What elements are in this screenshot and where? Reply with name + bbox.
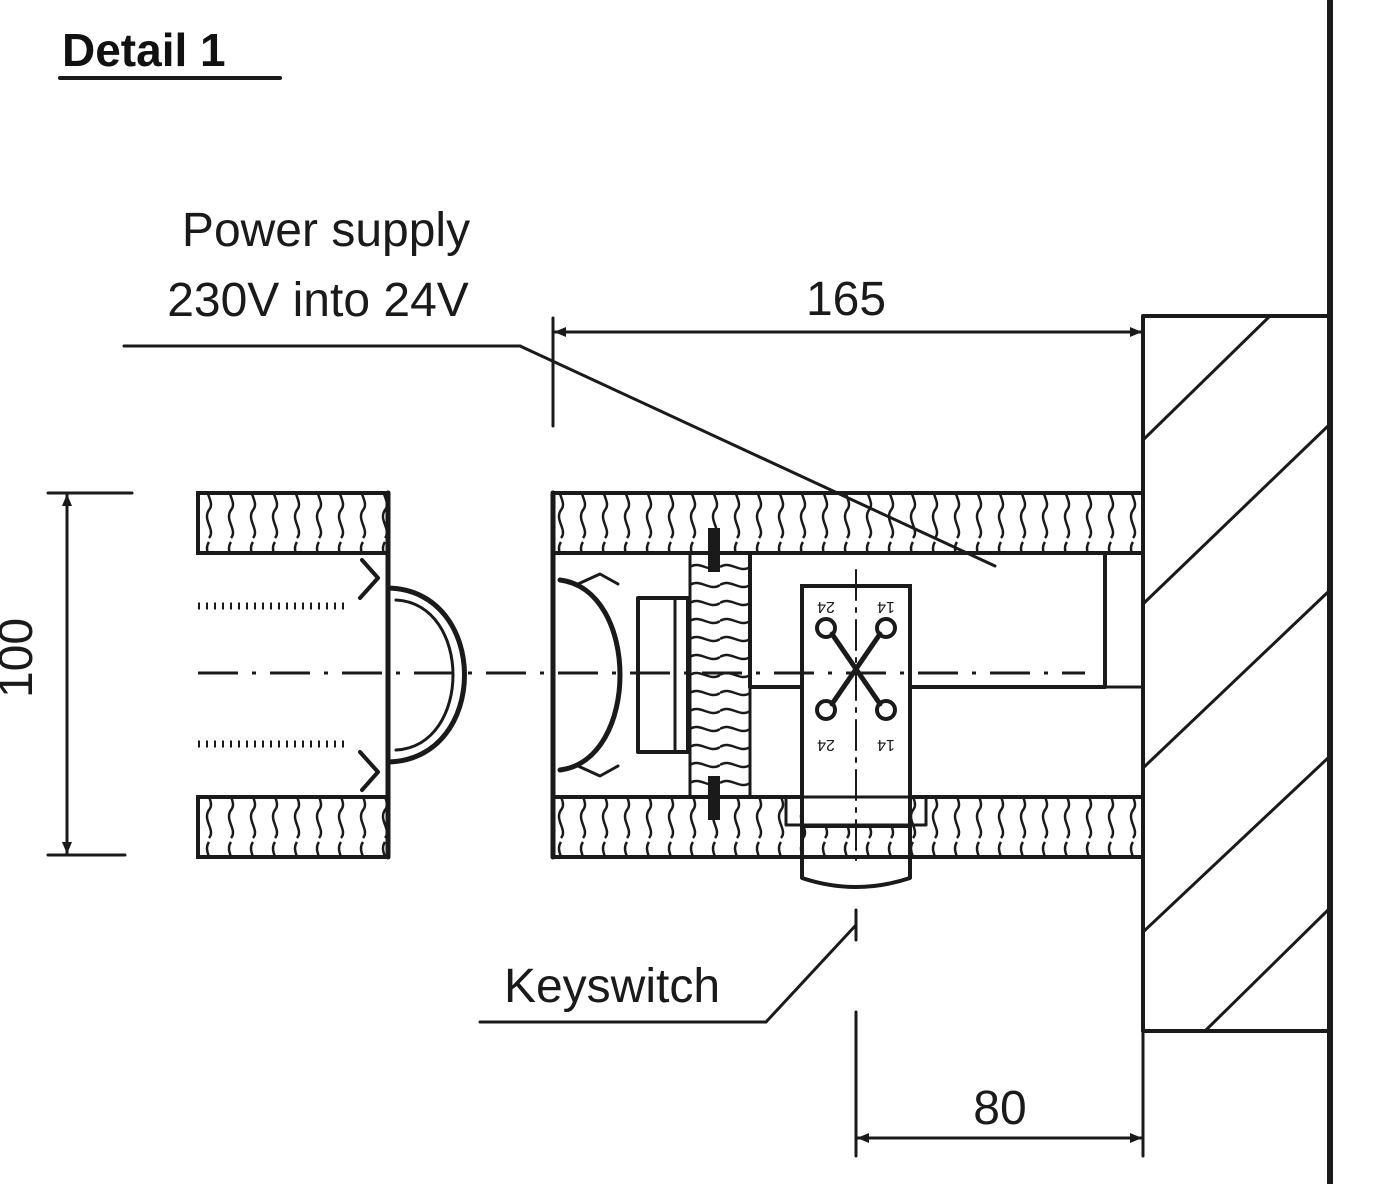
wall-mount-block <box>1141 314 1332 1033</box>
wall-hatching <box>1141 314 1330 1033</box>
keyswitch-callout: Keyswitch <box>478 908 858 1024</box>
left-clip-lower <box>358 750 380 792</box>
left-dome-inner <box>394 598 455 752</box>
left-clip-upper <box>358 558 380 600</box>
right-post-upper-wall <box>551 491 1145 555</box>
bolt-upper <box>708 528 720 572</box>
wall <box>1141 0 1333 1184</box>
left-post-section <box>196 490 467 860</box>
keyswitch-leader <box>764 923 858 1024</box>
dim-80-text: 80 <box>973 1082 1026 1135</box>
dimension-height: 100 <box>0 491 134 857</box>
terminal-bottom-right <box>875 699 897 721</box>
dimension-depth: 80 <box>854 1010 1145 1158</box>
terminal-bottom-left <box>815 699 837 721</box>
keyswitch-cylinder <box>800 824 912 889</box>
bolt-lower <box>708 776 720 820</box>
dimension-length: 165 <box>551 273 1143 428</box>
lamp-holder <box>636 596 690 754</box>
detail-title: Detail 1 <box>58 24 282 80</box>
insulation-block <box>688 551 752 799</box>
power-supply-callout: Power supply 230V into 24V <box>122 204 997 568</box>
left-post-lower-wall <box>196 795 390 859</box>
terminal-label-bottom-right: 14 <box>877 736 895 753</box>
power-supply-label-line1: Power supply <box>182 204 470 257</box>
terminal-label-bottom-left: 24 <box>817 736 835 753</box>
terminal-label-top-left: 24 <box>817 598 835 615</box>
power-supply-leader <box>518 344 997 568</box>
keyswitch: 24 14 24 14 <box>784 569 928 889</box>
terminal-top-left <box>815 617 837 639</box>
right-clip-lower <box>576 764 620 778</box>
dim-165-text: 165 <box>806 273 886 326</box>
right-clip-upper <box>576 572 620 586</box>
dim-100-text: 100 <box>0 618 43 698</box>
right-dome-socket <box>557 577 623 773</box>
detail-title-text: Detail 1 <box>62 24 226 76</box>
terminal-label-top-right: 14 <box>877 598 895 615</box>
power-supply-label-line2: 230V into 24V <box>167 274 469 327</box>
left-dome-cap <box>385 585 467 765</box>
terminal-top-right <box>875 617 897 639</box>
keyswitch-label: Keyswitch <box>504 960 720 1013</box>
left-post-upper-wall <box>196 491 390 555</box>
